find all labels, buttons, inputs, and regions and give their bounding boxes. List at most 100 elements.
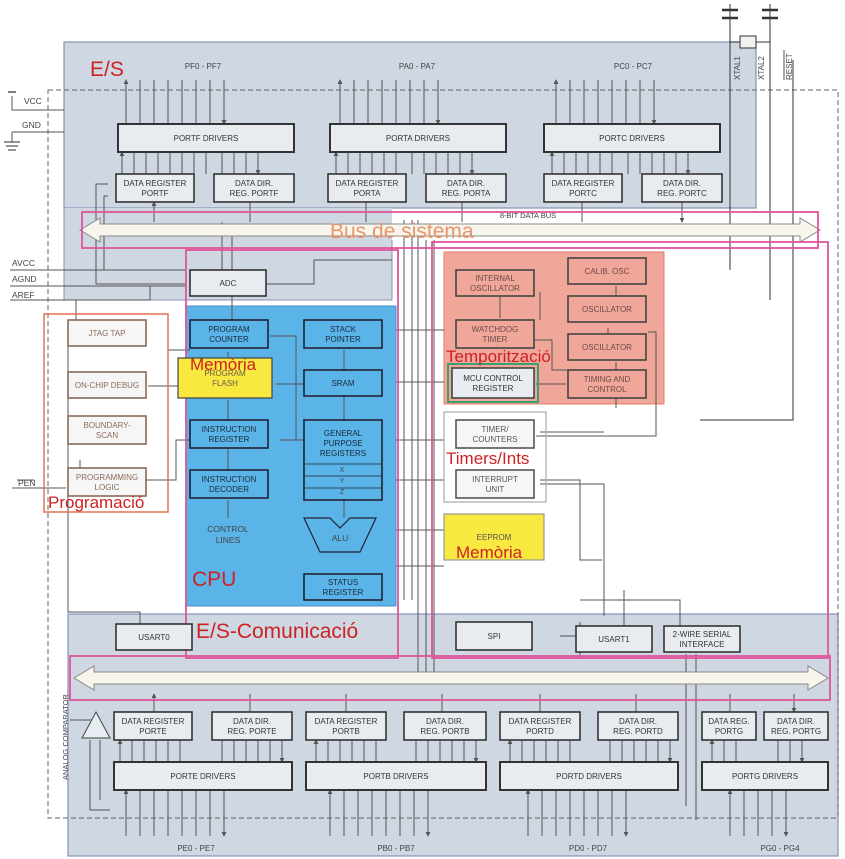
label-bus-sistema: Bus de sistema — [330, 220, 474, 243]
usart1-box — [575, 625, 653, 653]
data-dir-portg-block: DATA DIR.REG. PORTG — [763, 711, 829, 741]
data-reg-portf-label-1: DATA REGISTER — [124, 179, 187, 188]
programming-logic-box — [67, 467, 147, 497]
timers-outline — [443, 411, 547, 503]
status-register-box — [303, 573, 383, 601]
internal-wiring — [67, 183, 697, 820]
mcu-outline — [447, 363, 539, 403]
power-pins — [4, 91, 186, 489]
status-register-label-1: STATUS — [328, 578, 358, 587]
data-dir-portd-label-1: DATA DIR. — [619, 717, 657, 726]
two-wire-serial-label-2: INTERFACE — [680, 640, 725, 649]
label-cpu: CPU — [192, 568, 236, 591]
port-label-pa: PA0 - PA7 — [399, 62, 436, 71]
data-dir-portb-block: DATA DIR.REG. PORTB — [403, 711, 487, 741]
port-label-pc: PC0 - PC7 — [614, 62, 653, 71]
programming-outline — [43, 313, 169, 513]
data-dir-porte-box — [211, 711, 293, 741]
data-dir-portd-block: DATA DIR.REG. PORTD — [597, 711, 679, 741]
spi-box — [455, 621, 533, 651]
on-chip-debug-block: ON-CHIP DEBUG — [67, 371, 147, 399]
data-dir-portb-box — [403, 711, 487, 741]
boundary-scan-label-1: BOUNDARY- — [83, 421, 130, 430]
jtag-tap-box — [67, 319, 147, 347]
alu-shape — [303, 517, 377, 553]
sram-block: SRAM — [303, 369, 383, 397]
porte-drivers-box — [113, 761, 293, 791]
portb-drivers-block: PORTB DRIVERS — [305, 761, 487, 791]
interrupt-unit-label-2: UNIT — [486, 485, 505, 494]
porte-drivers-block: PORTE DRIVERS — [113, 761, 293, 791]
boundary-scan-box — [67, 415, 147, 445]
adc-block: ADC — [189, 269, 267, 297]
analog-comparator-label: ANALOG COMPARATOR — [61, 694, 70, 780]
data-dir-porta-label-2: REG. PORTA — [442, 189, 491, 198]
calib-osc-box — [567, 257, 647, 285]
data-reg-porta-label-1: DATA REGISTER — [336, 179, 399, 188]
pin-reset: RESET — [785, 53, 794, 80]
program-counter-box — [189, 319, 269, 349]
internal-oscillator-box — [455, 269, 535, 297]
timing-and-control-label-2: CONTROL — [587, 385, 627, 394]
analog-comparator-shape — [81, 710, 111, 739]
label-temporitzacio: Temporització — [446, 347, 551, 366]
blocks: PORTF DRIVERS PORTA DRIVERS PORTC DRIVERS D… — [67, 123, 829, 791]
timer-counters-label-1: TIMER/ — [481, 425, 509, 434]
instruction-decoder-label-1: INSTRUCTION — [202, 475, 257, 484]
jtag-tap-label-1: JTAG TAP — [89, 329, 126, 338]
port-label-pe: PE0 - PE7 — [177, 844, 215, 853]
program-flash-box — [177, 357, 273, 399]
data-reg-porte-label-1: DATA REGISTER — [122, 717, 185, 726]
calib-osc-block: CALIB. OSC — [567, 257, 647, 285]
porta-drivers-box — [329, 123, 507, 153]
data-dir-portc-label-2: REG. PORTC — [657, 189, 707, 198]
portd-drivers-block: PORTD DRIVERS — [499, 761, 679, 791]
mcu-control-register-box — [451, 367, 535, 399]
eeprom-block: EEPROM — [443, 513, 545, 561]
portf-drivers-label-1: PORTF DRIVERS — [174, 134, 239, 143]
data-dir-portg-box — [763, 711, 829, 741]
usart0-label-1: USART0 — [138, 633, 170, 642]
data-reg-portc-box — [543, 173, 623, 203]
overlay-labels: E/S Bus de sistema Memòria Temporització… — [48, 58, 551, 643]
gp-registers-box — [303, 419, 383, 501]
label-programacio: Programació — [48, 493, 144, 512]
spi-label-1: SPI — [488, 632, 501, 641]
portc-drivers-label-1: PORTC DRIVERS — [599, 134, 665, 143]
data-dir-porta-box — [425, 173, 507, 203]
gp-registers-label-3: REGISTERS — [320, 449, 366, 458]
porta-drivers-label-1: PORTA DRIVERS — [386, 134, 450, 143]
oscillator-1-block: OSCILLATOR — [567, 295, 647, 323]
usart0-block: USART0 — [115, 623, 193, 651]
data-reg-portg-box — [701, 711, 757, 741]
oscillator-2-block: OSCILLATOR — [567, 333, 647, 361]
stack-pointer-label-2: POINTER — [325, 335, 361, 344]
internal-oscillator-label-2: OSCILLATOR — [470, 284, 520, 293]
pin-vcc: VCC — [24, 96, 42, 106]
timer-counters-block: TIMER/COUNTERS — [455, 419, 535, 449]
portf-drivers-box — [117, 123, 295, 153]
pin-aref: AREF — [12, 290, 35, 300]
oscillator-2-label-1: OSCILLATOR — [582, 343, 632, 352]
data-reg-portc-label-1: DATA REGISTER — [552, 179, 615, 188]
data-dir-porta-block: DATA DIR.REG. PORTA — [425, 173, 507, 203]
spi-block: SPI — [455, 621, 533, 651]
pin-xtal2: XTAL2 — [757, 56, 766, 80]
usart1-block: USART1 — [575, 625, 653, 653]
port-label-pg: PG0 - PG4 — [760, 844, 800, 853]
timing-and-control-box — [567, 369, 647, 399]
data-dir-portf-box — [213, 173, 295, 203]
status-register-label-2: REGISTER — [323, 588, 364, 597]
timer-counters-label-2: COUNTERS — [473, 435, 518, 444]
portd-drivers-box — [499, 761, 679, 791]
